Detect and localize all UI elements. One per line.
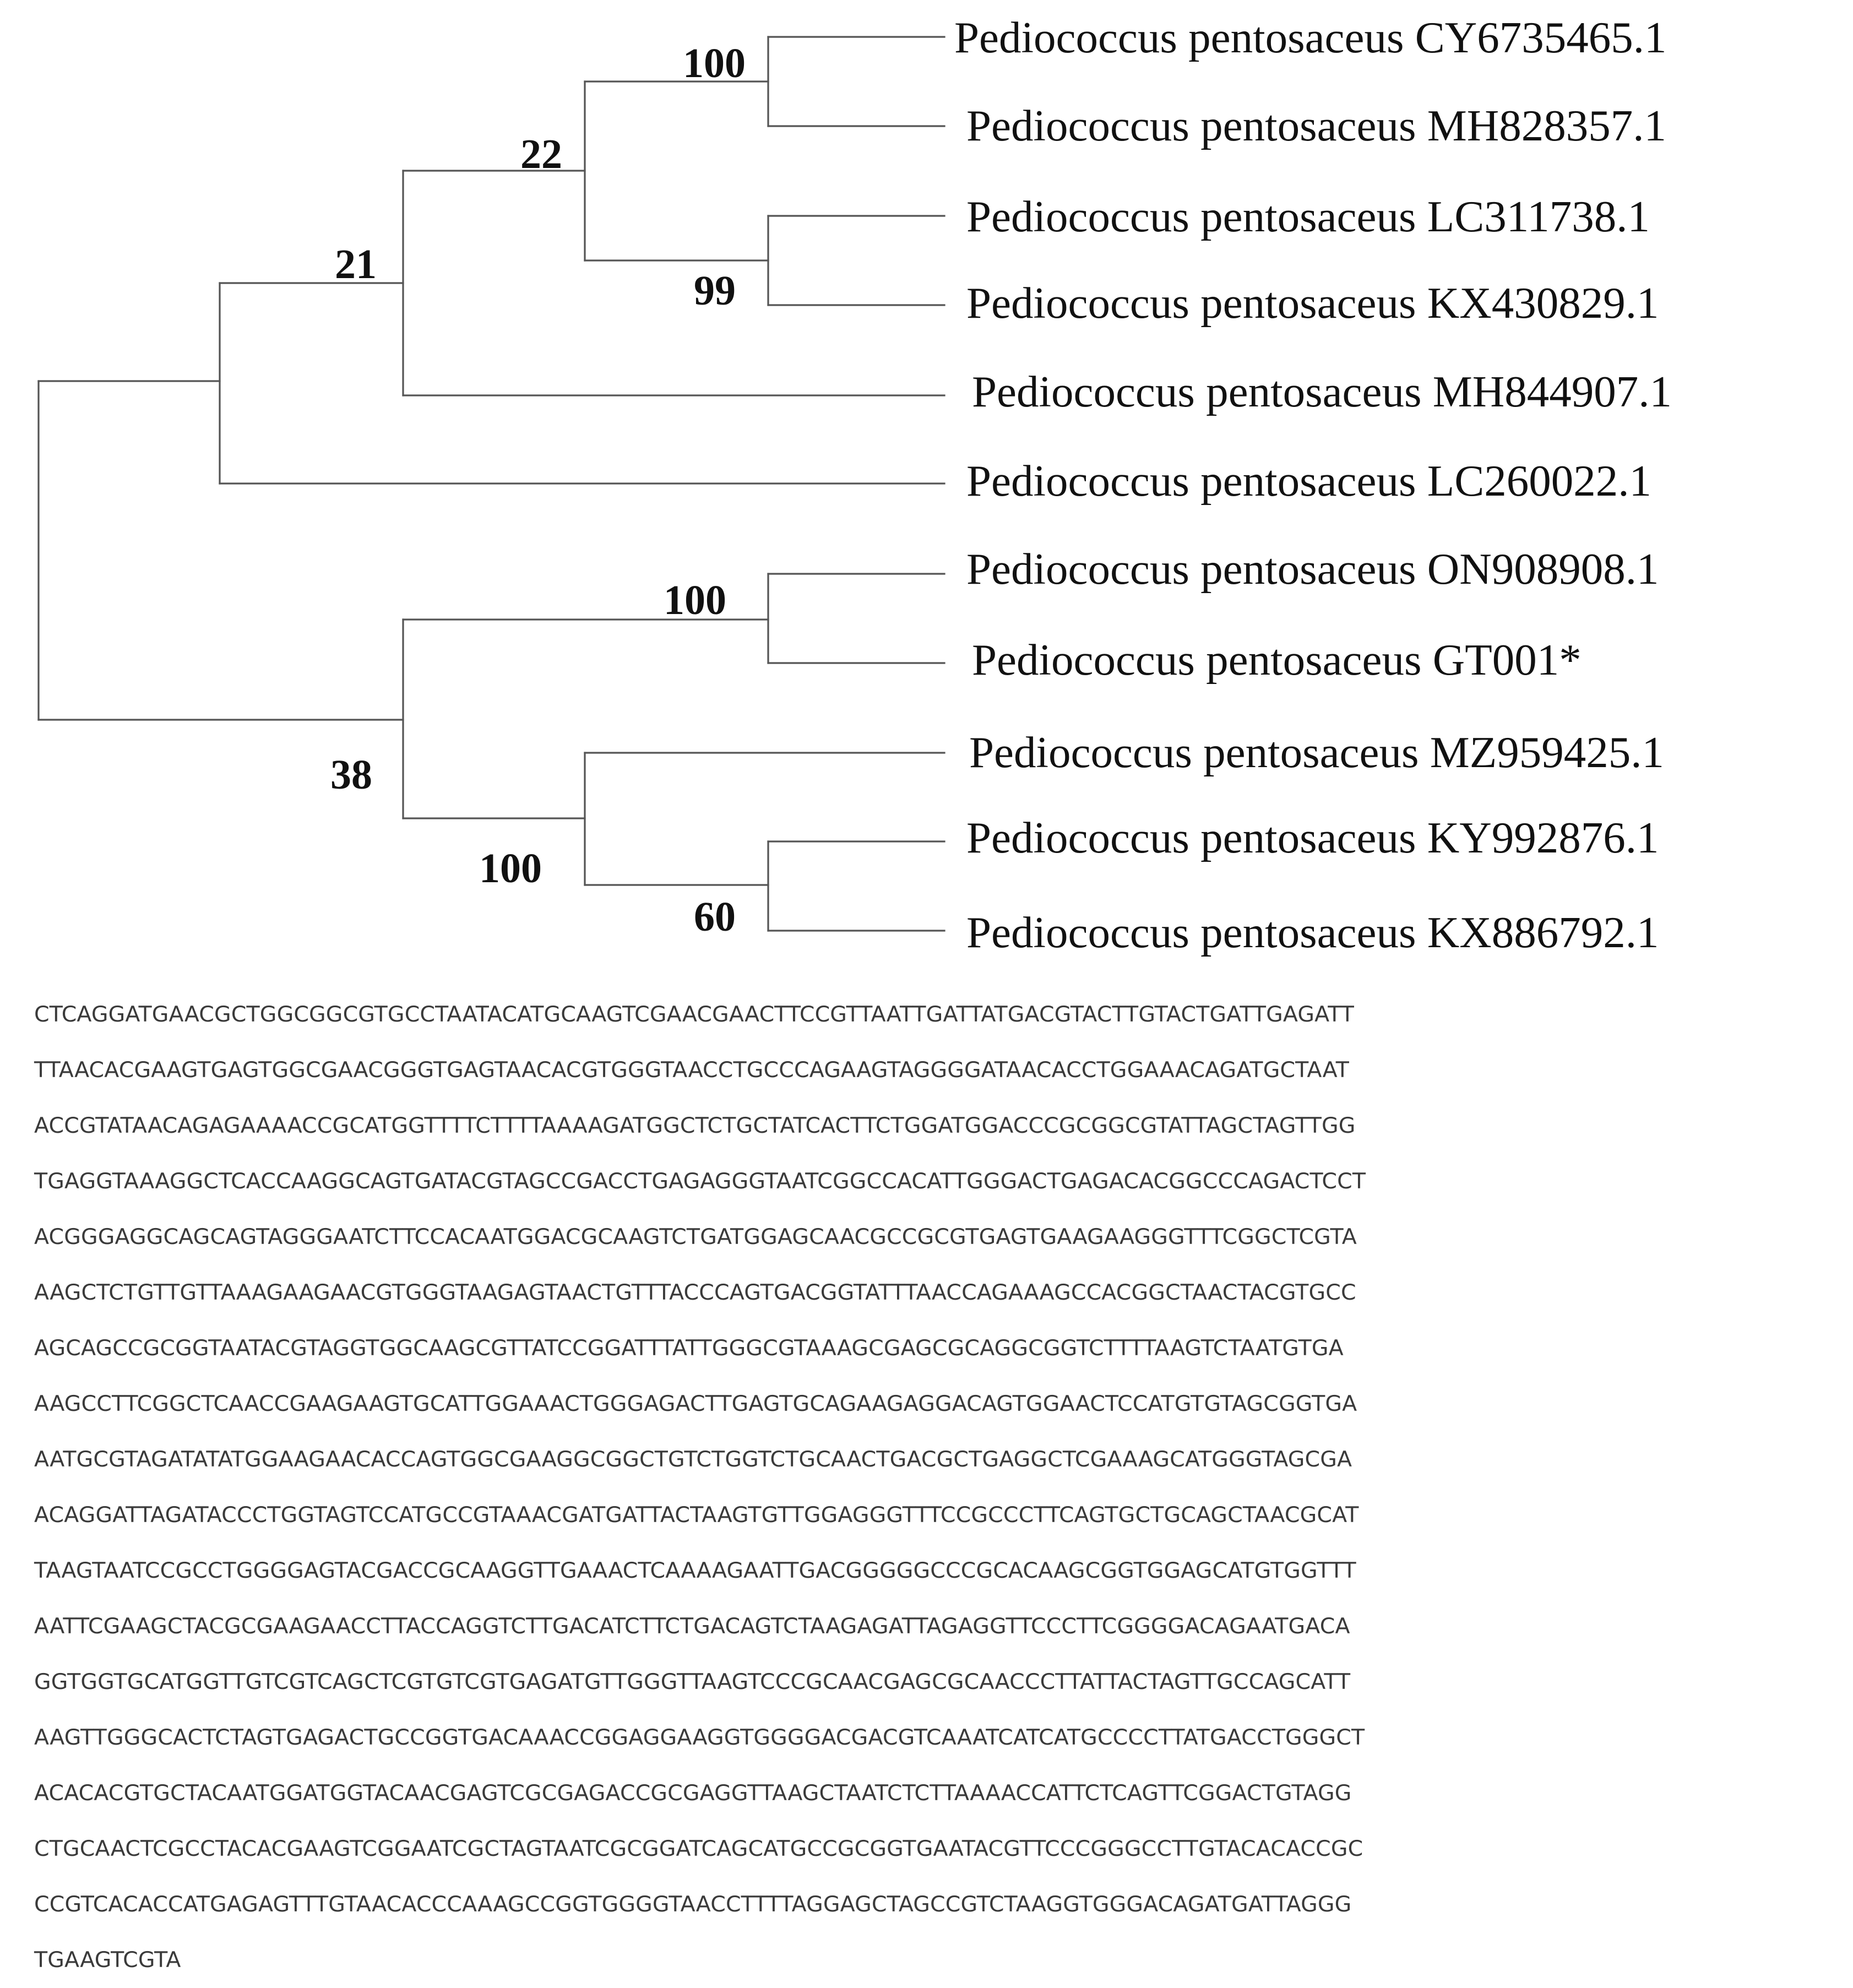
taxon-labels: Pediococcus pentosaceus CY6735465.1 Pedi… (954, 13, 1672, 957)
taxon-label: Pediococcus pentosaceus GT001* (972, 635, 1582, 685)
taxon-label: Pediococcus pentosaceus LC311738.1 (966, 192, 1650, 241)
tree-branches (37, 36, 945, 932)
sequence-line: ACGGGAGGCAGCAGTAGGGAATCTTCCACAATGGACGCAA… (34, 1224, 1357, 1250)
taxon-label: Pediococcus pentosaceus KX430829.1 (966, 278, 1659, 328)
sequence-line: CTGCAACTCGCCTACACGAAGTCGGAATCGCTAGTAATCG… (34, 1836, 1363, 1861)
taxon-label: Pediococcus pentosaceus MZ959425.1 (969, 727, 1664, 777)
sequence-line: AGCAGCCGCGGTAATACGTAGGTGGCAAGCGTTATCCGGA… (34, 1335, 1344, 1361)
taxon-label: Pediococcus pentosaceus CY6735465.1 (954, 13, 1667, 62)
dna-sequence-block: CTCAGGATGAACGCTGGCGGCGTGCCTAATACATGCAAGT… (34, 987, 1846, 1988)
sequence-line: TAAGTAATCCGCCTGGGGAGTACGACCGCAAGGTTGAAAC… (34, 1558, 1356, 1583)
sequence-line: AAGCCTTCGGCTCAACCGAAGAAGTGCATTGGAAACTGGG… (34, 1391, 1357, 1416)
taxon-label: Pediococcus pentosaceus KY992876.1 (966, 813, 1659, 862)
taxon-label: Pediococcus pentosaceus LC260022.1 (966, 456, 1651, 506)
sequence-line: GGTGGTGCATGGTTGTCGTCAGCTCGTGTCGTGAGATGTT… (34, 1669, 1351, 1694)
sequence-line: CCGTCACACCATGAGAGTTTGTAACACCCAAAGCCGGTGG… (34, 1892, 1352, 1917)
sequence-line: TGAAGTCGTA (34, 1947, 181, 1973)
bootstrap-labels: 100 22 99 21 100 38 100 60 (330, 40, 746, 940)
taxon-label: Pediococcus pentosaceus ON908908.1 (966, 544, 1659, 594)
taxon-label: Pediococcus pentosaceus KX886792.1 (966, 908, 1659, 957)
bootstrap-value: 100 (479, 845, 542, 892)
sequence-line: ACCGTATAACAGAGAAAACCGCATGGTTTTCTTTTAAAAG… (34, 1113, 1356, 1138)
sequence-line: TGAGGTAAAGGCTCACCAAGGCAGTGATACGTAGCCGACC… (34, 1169, 1366, 1194)
sequence-line: CTCAGGATGAACGCTGGCGGCGTGCCTAATACATGCAAGT… (34, 1002, 1355, 1027)
sequence-line: AAGCTCTGTTGTTAAAGAAGAACGTGGGTAAGAGTAACTG… (34, 1280, 1356, 1305)
sequence-line: TTAACACGAAGTGAGTGGCGAACGGGTGAGTAACACGTGG… (34, 1057, 1350, 1083)
bootstrap-value: 22 (520, 131, 562, 177)
bootstrap-value: 38 (330, 752, 372, 798)
bootstrap-value: 100 (683, 40, 746, 86)
sequence-line: ACACACGTGCTACAATGGATGGTACAACGAGTCGCGAGAC… (34, 1780, 1352, 1806)
sequence-line: AAGTTGGGCACTCTAGTGAGACTGCCGGTGACAAACCGGA… (34, 1725, 1365, 1750)
bootstrap-value: 60 (694, 894, 736, 940)
taxon-label: Pediococcus pentosaceus MH844907.1 (972, 367, 1672, 416)
bootstrap-value: 99 (694, 268, 736, 314)
sequence-line: AATTCGAAGCTACGCGAAGAACCTTACCAGGTCTTGACAT… (34, 1614, 1350, 1639)
taxon-label: Pediococcus pentosaceus MH828357.1 (966, 101, 1666, 150)
sequence-line: ACAGGATTAGATACCCTGGTAGTCCATGCCGTAAACGATG… (34, 1502, 1359, 1528)
sequence-line: AATGCGTAGATATATGGAAGAACACCAGTGGCGAAGGCGG… (34, 1447, 1352, 1472)
bootstrap-value: 100 (664, 577, 726, 623)
phylogenetic-tree: Pediococcus pentosaceus CY6735465.1 Pedi… (37, 13, 1672, 957)
bootstrap-value: 21 (335, 241, 377, 287)
